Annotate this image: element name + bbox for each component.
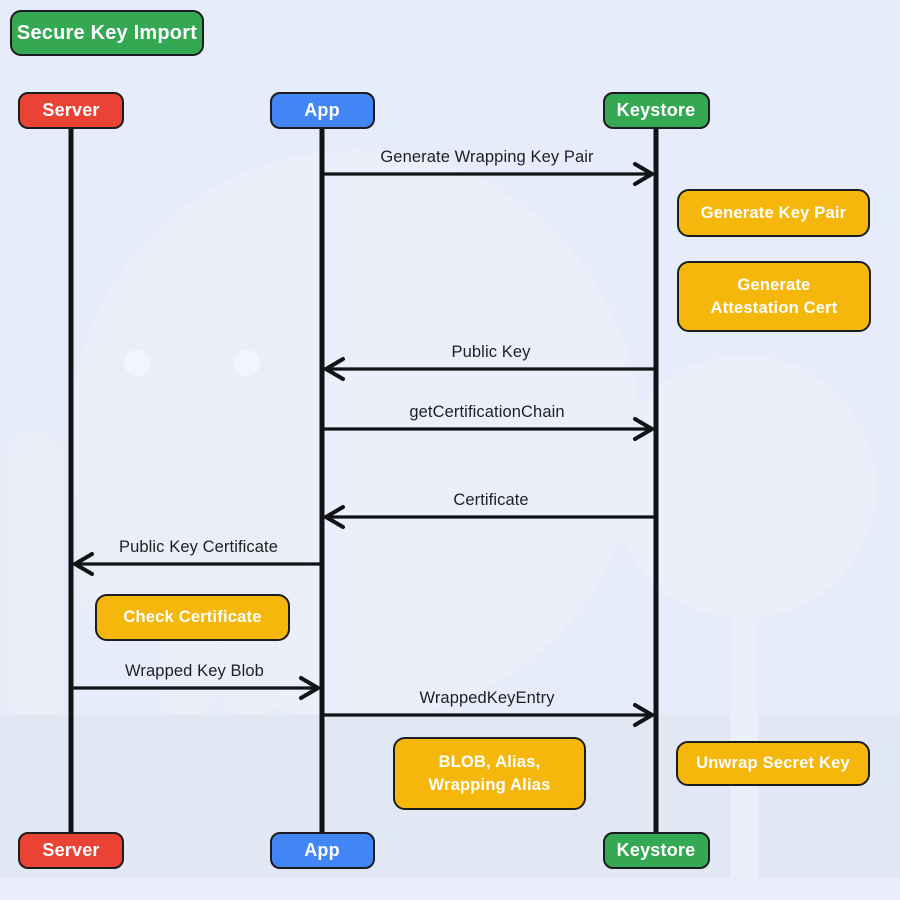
message-arrowhead-wrappedkeyentry — [633, 703, 654, 727]
message-arrowhead-wrapped-key-blob — [299, 676, 320, 700]
note-label-check-certificate: Check Certificate — [123, 608, 262, 627]
actor-badge-server-bottom: Server — [18, 832, 124, 869]
note-box-generate-attestation-cert: Generate Attestation Cert — [677, 261, 871, 332]
message-arrowhead-generate-wrapping-key-pair — [633, 162, 654, 186]
message-label-wrappedkeyentry: WrappedKeyEntry — [419, 689, 555, 707]
message-label-certificate: Certificate — [453, 491, 529, 509]
note-box-check-certificate: Check Certificate — [95, 594, 290, 641]
note-label-blob-alias-wrapping-alias: BLOB, Alias, Wrapping Alias — [428, 753, 551, 794]
android-eye-left — [124, 350, 150, 376]
android-body — [78, 440, 306, 616]
actor-label-keystore-top: Keystore — [616, 100, 696, 120]
note-box-blob-alias-wrapping-alias: BLOB, Alias, Wrapping Alias — [393, 737, 586, 810]
actor-label-app-top: App — [304, 100, 340, 120]
actor-badge-app-top: App — [269, 92, 375, 129]
actor-badge-keystore-bottom: Keystore — [602, 832, 710, 869]
bottom-strip — [0, 878, 900, 900]
actor-label-server-bottom: Server — [42, 840, 100, 860]
android-head — [78, 318, 306, 432]
android-antenna-left — [114, 287, 153, 329]
note-box-unwrap-secret-key: Unwrap Secret Key — [676, 741, 870, 786]
actor-label-keystore-bottom: Keystore — [616, 840, 696, 860]
message-arrowhead-public-key — [324, 357, 345, 381]
actor-label-app-bottom: App — [304, 840, 340, 860]
note-label-generate-key-pair: Generate Key Pair — [700, 203, 847, 222]
message-label-getcertificationchain: getCertificationChain — [409, 403, 565, 421]
message-arrowhead-getcertificationchain — [633, 417, 654, 441]
tree-crown — [612, 355, 876, 619]
tree-silhouette — [612, 355, 876, 878]
message-arrowhead-certificate — [324, 505, 345, 529]
diagram-title: Secure Key Import — [16, 21, 198, 44]
android-arm — [8, 432, 62, 732]
message-label-wrapped-key-blob: Wrapped Key Blob — [125, 662, 264, 680]
message-label-public-key-certificate: Public Key Certificate — [118, 538, 279, 556]
message-label-public-key: Public Key — [451, 343, 531, 361]
note-box-generate-key-pair: Generate Key Pair — [677, 189, 870, 237]
note-label-unwrap-secret-key: Unwrap Secret Key — [696, 754, 850, 773]
actor-badge-server-top: Server — [18, 92, 124, 129]
diagram-title-badge: Secure Key Import — [10, 10, 204, 56]
android-eye-right — [234, 350, 260, 376]
actor-badge-keystore-top: Keystore — [602, 92, 710, 129]
actor-badge-app-bottom: App — [269, 832, 375, 869]
actor-label-server-top: Server — [42, 100, 100, 120]
android-antenna-right — [231, 287, 270, 329]
note-label-generate-attestation-cert: Generate Attestation Cert — [710, 276, 838, 317]
message-label-generate-wrapping-key-pair: Generate Wrapping Key Pair — [380, 148, 594, 166]
message-arrowhead-public-key-certificate — [73, 552, 94, 576]
